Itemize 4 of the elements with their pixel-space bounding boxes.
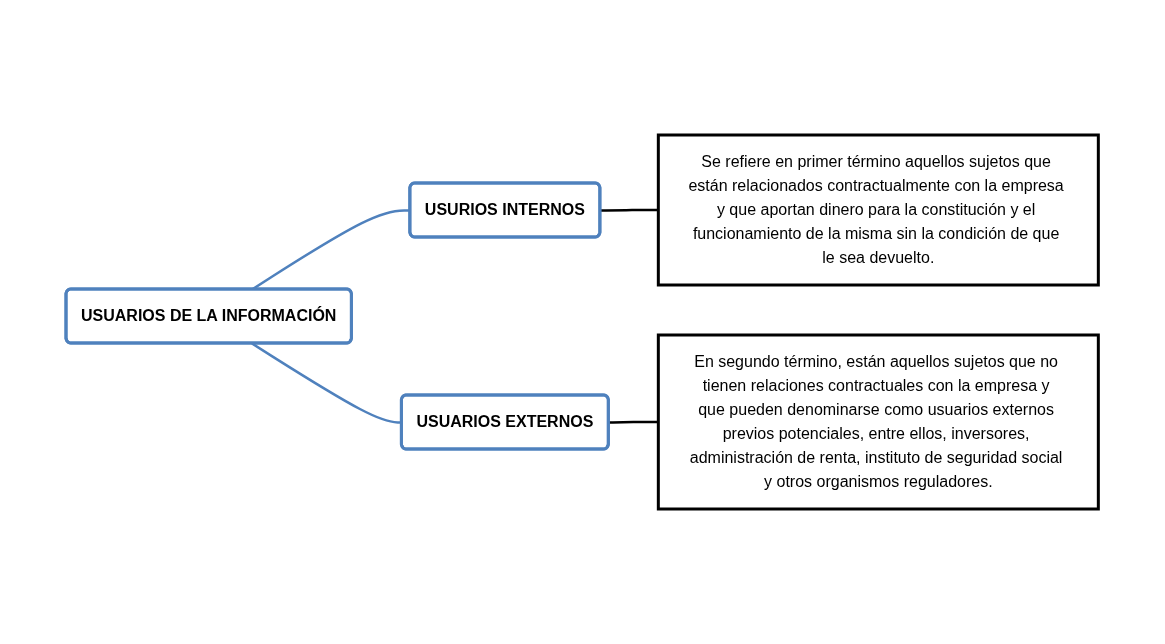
node-box: En segundo término, están aquellos sujetos que no tienen relaciones contractuales con la empresa y que pueden denominarse como usuarios externos previos potenciales, entre ellos, inversores, administración de renta, instituto de seguridad social y otros organismos reguladores. [657, 333, 1101, 511]
connector [600, 208, 659, 212]
connector [609, 420, 659, 424]
node-box: Se refiere en primer término aquellos sujetos que están relacionados contractualmente con la empresa y que aportan dinero para la constitución y el funcionamiento de la misma sin la condición de que le sea devuelto. [657, 133, 1101, 287]
